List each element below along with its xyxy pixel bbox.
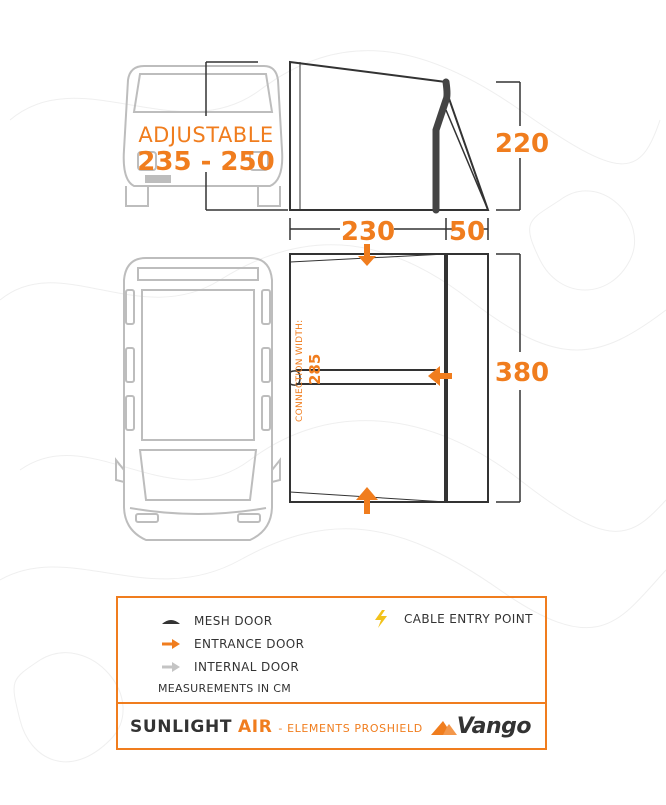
cable-entry-bolt-icon (368, 610, 394, 628)
legend-entrance-door: ENTRANCE DOOR (158, 637, 304, 651)
width-value: 380 (495, 358, 549, 388)
entrance-door-arrow-bottom (356, 487, 378, 514)
depth-dimension-line (289, 218, 489, 240)
height-value: 220 (495, 129, 549, 159)
mesh-door-icon (158, 614, 184, 628)
connection-width-label: CONNECTION WIDTH: (295, 319, 305, 422)
vango-logo-icon (430, 720, 457, 735)
van-top-view (115, 257, 281, 541)
connection-notch (289, 370, 301, 386)
depth-value: 230 (341, 217, 395, 247)
measurements-note: MEASUREMENTS IN CM (158, 682, 292, 695)
porch-value: 50 (449, 217, 485, 247)
entrance-door-arrow-top (358, 244, 376, 266)
adjustable-label: ADJUSTABLE (138, 123, 273, 147)
internal-door-arrow-icon (158, 660, 184, 674)
adjustable-bracket (205, 61, 288, 211)
vango-logo: Vango (430, 714, 532, 739)
vango-logo-text: Vango (456, 714, 532, 739)
legend-cable-entry: CABLE ENTRY POINT (368, 610, 533, 628)
connection-width-value: 285 (306, 354, 324, 385)
entrance-door-arrow-icon (158, 637, 184, 651)
awning-side-view (289, 60, 490, 214)
adjustable-range: 235 - 250 (137, 147, 274, 177)
legend-entrance-door-label: ENTRANCE DOOR (194, 637, 305, 651)
product-title-bar: SUNLIGHT AIR - ELEMENTS PROSHIELD Vango (116, 704, 547, 750)
entrance-door-arrow-side (428, 366, 452, 386)
legend-mesh-door-label: MESH DOOR (194, 614, 273, 628)
legend-mesh-door: MESH DOOR (158, 614, 272, 628)
legend-panel: MESH DOOR ENTRANCE DOOR INTERNAL DOOR CA… (116, 596, 547, 704)
product-title: SUNLIGHT AIR - ELEMENTS PROSHIELD (130, 717, 423, 737)
legend-internal-door-label: INTERNAL DOOR (194, 660, 300, 674)
topo-background (0, 50, 666, 763)
height-dimension-line (496, 81, 521, 211)
product-subtitle: - ELEMENTS PROSHIELD (278, 722, 423, 735)
legend-cable-entry-label: CABLE ENTRY POINT (404, 612, 533, 626)
width-dimension-line (496, 253, 521, 503)
legend-internal-door: INTERNAL DOOR (158, 660, 299, 674)
van-rear-view (122, 65, 284, 207)
product-accent: AIR (238, 717, 273, 737)
product-name: SUNLIGHT (130, 717, 233, 737)
